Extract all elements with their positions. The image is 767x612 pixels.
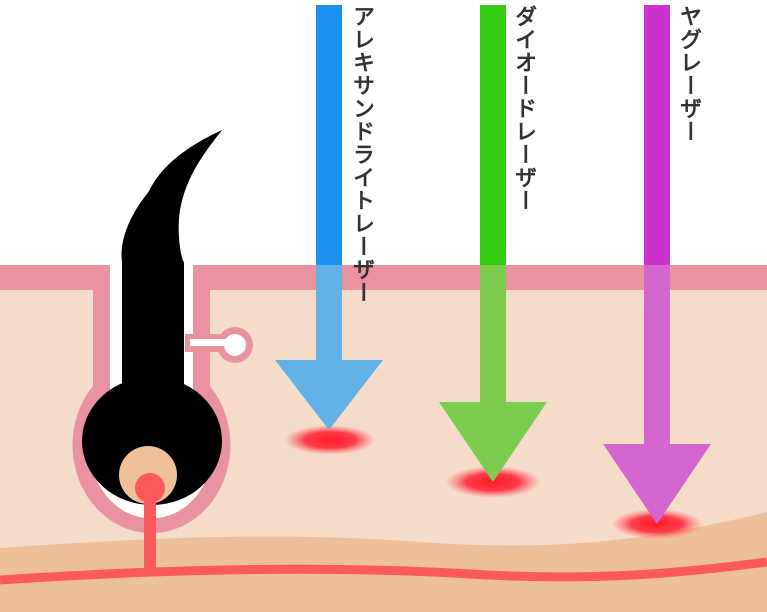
laser-beam-in-skin-diode: [480, 265, 506, 402]
laser-yag: [603, 5, 711, 524]
hair-root: [121, 130, 222, 262]
laser-diode: [439, 5, 547, 482]
papilla-vessel-knot: [135, 473, 165, 503]
laser-label-diode: ダイオードレーザー: [511, 5, 536, 212]
laser-arrowhead-diode: [439, 402, 547, 482]
laser-label-alexandrite: アレキサンドライトレーザー: [349, 5, 374, 304]
laser-arrowhead-alexandrite: [275, 360, 383, 430]
subcutis-layer: [0, 512, 767, 612]
laser-beam-in-skin-yag: [644, 265, 670, 444]
laser-beam-in-skin-alexandrite: [316, 265, 342, 360]
laser-beam-diode: [480, 5, 506, 270]
laser-beam-yag: [644, 5, 670, 270]
laser-alexandrite: [275, 5, 383, 430]
blood-vessel-icon: [0, 557, 767, 585]
laser-group: [275, 5, 711, 524]
laser-label-yag: ヤグレーザー: [676, 5, 701, 143]
laser-beam-alexandrite: [316, 5, 342, 270]
hair-bulb: [82, 377, 222, 505]
vessel-branch: [144, 488, 156, 576]
laser-arrowhead-yag: [603, 444, 711, 524]
heat-spot-1: [284, 425, 376, 455]
hair-neck: [122, 262, 184, 392]
